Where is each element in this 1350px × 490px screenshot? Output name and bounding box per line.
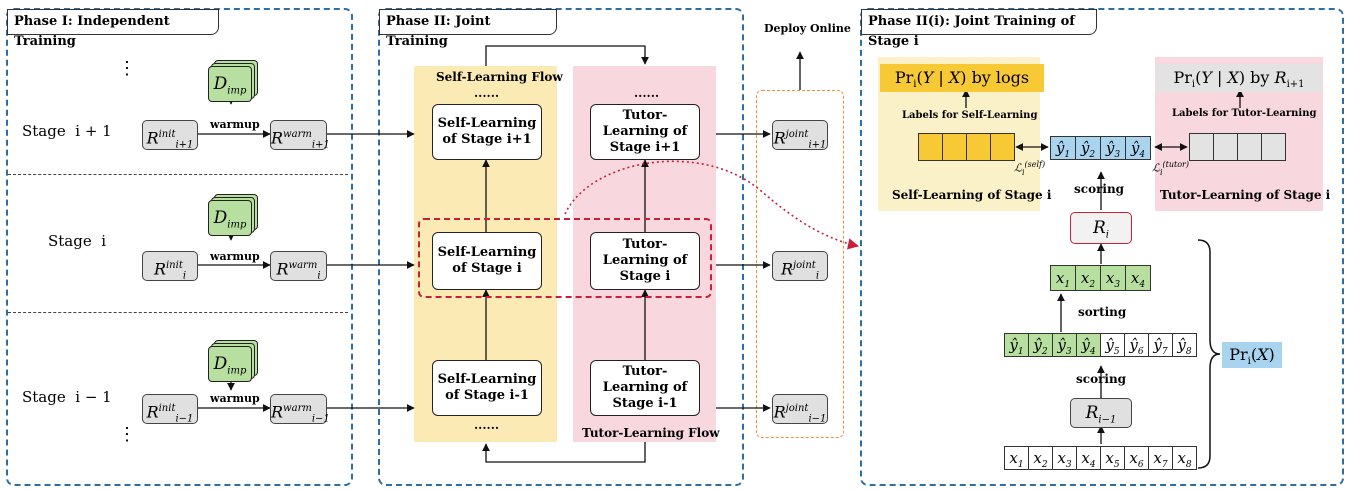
self-label-cell (918, 133, 943, 161)
loss-tutor-label: ℒi(tutor) (1152, 160, 1189, 177)
self-label-cell (966, 133, 991, 161)
tutor-flow-label: Tutor-Learning Flow (582, 426, 720, 440)
yhat8-cell: ŷ8 (1172, 333, 1197, 357)
r-init-lower: Riniti−1 (142, 394, 198, 425)
x-input-cell: x3 (1052, 446, 1077, 470)
r-joint-mid: Rjointi (772, 251, 828, 282)
self-label-cell (942, 133, 967, 161)
vdots-bottom: ⋮ (118, 424, 136, 445)
x-sorted-cell: x1 (1050, 265, 1076, 291)
r-joint-upper: Rjointi+1 (772, 120, 828, 151)
tutor-label-cell (1237, 133, 1262, 161)
r-init-mid: Riniti (142, 251, 198, 282)
pr-x-box: Pri(X) (1222, 342, 1282, 368)
yhat8-cell: ŷ7 (1148, 333, 1173, 357)
ri-minus-1-model-box: Ri−1 (1070, 398, 1132, 428)
scoring-label-upper: scoring (1074, 182, 1125, 196)
x-sorted-cell: x2 (1075, 265, 1101, 291)
x-input-cell: x4 (1076, 446, 1101, 470)
phase1-title: Phase I: Independent Training (7, 9, 219, 49)
warmup-label: warmup (210, 250, 260, 263)
yhat-cell: ŷ3 (1100, 136, 1126, 160)
tutor-label-cell (1213, 133, 1238, 161)
stage-lower-label: Stage i − 1 (22, 388, 112, 406)
self-zone-caption: Self-Learning of Stage i (892, 188, 1052, 202)
r-warm-lower: Rwarmi−1 (270, 394, 330, 425)
yhat-cell: ŷ1 (1050, 136, 1076, 160)
x-sorted-cell: x4 (1125, 265, 1151, 291)
dots-tutor-top: ...... (634, 86, 660, 100)
yhat8-cell: ŷ1 (1004, 333, 1029, 357)
tutor-zone-caption: Tutor-Learning of Stage i (1160, 188, 1331, 202)
x-input-cell: x7 (1148, 446, 1173, 470)
self-learning-box-mid: Self-Learning of Stage i (432, 232, 542, 290)
deploy-column (756, 90, 844, 438)
phase2-panel (378, 8, 744, 486)
labels-tutor-caption: Labels for Tutor-Learning (1172, 108, 1317, 119)
x-input-cell: x1 (1004, 446, 1029, 470)
phase3-title: Phase II(i): Joint Training of Stage i (861, 9, 1097, 49)
x-sorted-cell: x3 (1100, 265, 1126, 291)
x-input-cell: x5 (1100, 446, 1125, 470)
x-input-cell: x8 (1172, 446, 1197, 470)
tutor-label-cell (1261, 133, 1286, 161)
self-learning-box-lower: Self-Learning of Stage i-1 (432, 360, 542, 416)
labels-self-caption: Labels for Self-Learning (902, 110, 1038, 121)
r-joint-lower: Rjointi−1 (772, 394, 828, 425)
yhat-cell: ŷ4 (1125, 136, 1151, 160)
vdots-top: ⋮ (118, 58, 136, 79)
self-learning-box-upper: Self-Learning of Stage i+1 (432, 104, 542, 160)
warmup-label: warmup (210, 118, 260, 131)
yhat8-cell: ŷ5 (1100, 333, 1125, 357)
warmup-label: warmup (210, 392, 260, 405)
tutor-learning-box-lower: Tutor-Learning of Stage i-1 (590, 360, 700, 416)
yhat-cell: ŷ2 (1075, 136, 1101, 160)
ri-model-box: Ri (1070, 212, 1132, 244)
dots-self-top: ...... (474, 86, 500, 100)
yhat8-cell: ŷ4 (1076, 333, 1101, 357)
x-input-cell: x2 (1028, 446, 1053, 470)
yhat8-cell: ŷ2 (1028, 333, 1053, 357)
stage-divider (8, 174, 348, 175)
stage-divider (8, 312, 348, 313)
loss-self-label: ℒi(self) (1014, 160, 1046, 177)
r-warm-mid: Rwarmi (270, 251, 327, 282)
self-label-cell (990, 133, 1015, 161)
scoring-label-lower: scoring (1076, 372, 1127, 386)
self-flow-label: Self-Learning Flow (436, 70, 563, 84)
stage-upper-label: Stage i + 1 (22, 122, 112, 140)
self-target-box: Pri(Y | X) by logs (880, 64, 1044, 92)
yhat8-cell: ŷ6 (1124, 333, 1149, 357)
sorting-label: sorting (1078, 305, 1127, 319)
yhat8-cell: ŷ3 (1052, 333, 1077, 357)
tutor-label-cell (1189, 133, 1214, 161)
x-input-cell: x6 (1124, 446, 1149, 470)
stage-mid-label: Stage i (48, 232, 107, 250)
deploy-label: Deploy Online (764, 22, 851, 35)
phase3-panel (860, 8, 1344, 486)
dots-self-bottom: ...... (474, 418, 500, 432)
phase2-title: Phase II: Joint Training (379, 9, 557, 49)
tutor-target-box: Pri(Y | X) by Ri+1 (1156, 64, 1322, 92)
tutor-learning-box-mid: Tutor-Learning of Stage i (590, 232, 700, 290)
tutor-learning-box-upper: Tutor-Learning of Stage i+1 (590, 104, 700, 160)
r-init-upper: Riniti+1 (142, 120, 198, 151)
r-warm-upper: Rwarmi+1 (270, 120, 330, 151)
stage-i-highlight (418, 218, 712, 298)
